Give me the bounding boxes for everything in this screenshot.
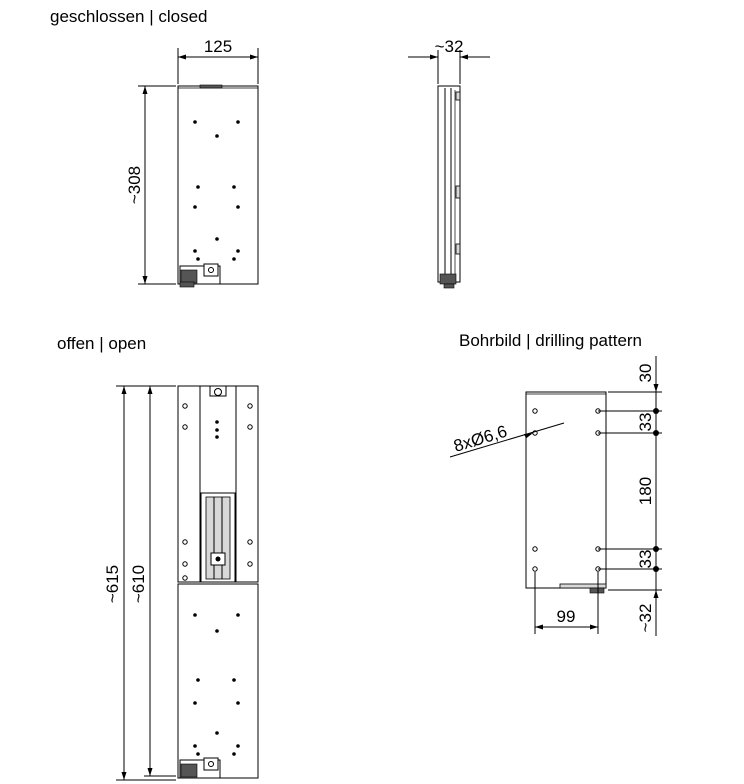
closed-view-title: geschlossen | closed <box>50 7 208 26</box>
open-height-inner-dim: ~610 <box>129 565 148 603</box>
drill-bottom-dim: ~32 <box>636 604 655 633</box>
open-height-outer-dim: ~615 <box>103 565 122 603</box>
closed-front-view: 125 ~308 <box>125 37 259 288</box>
drilling-pattern-title: Bohrbild | drilling pattern <box>459 331 643 350</box>
drill-top-dim: 30 <box>636 364 655 383</box>
drill-width-dim: 99 <box>557 607 576 626</box>
open-upper-holes <box>182 403 253 581</box>
drill-gap-bottom-dim: 33 <box>636 550 655 569</box>
open-lower-screws <box>193 613 240 756</box>
open-view-title: offen | open <box>57 334 147 353</box>
closed-height-dim: ~308 <box>125 166 144 204</box>
open-view: ~615 ~610 <box>103 385 259 781</box>
closed-front-screws <box>193 120 240 261</box>
drill-span-dim: 180 <box>636 477 655 505</box>
drilling-pattern-view: 8xØ6,6 30 33 180 33 ~32 <box>449 356 662 636</box>
closed-depth-dim: ~32 <box>435 37 464 56</box>
drill-gap-top-dim: 33 <box>636 413 655 432</box>
closed-width-dim: 125 <box>204 37 232 56</box>
closed-side-view: ~32 <box>408 37 490 289</box>
closed-bottom-mechanism <box>179 263 221 288</box>
hole-spec-label: 8xØ6,6 <box>451 422 509 456</box>
